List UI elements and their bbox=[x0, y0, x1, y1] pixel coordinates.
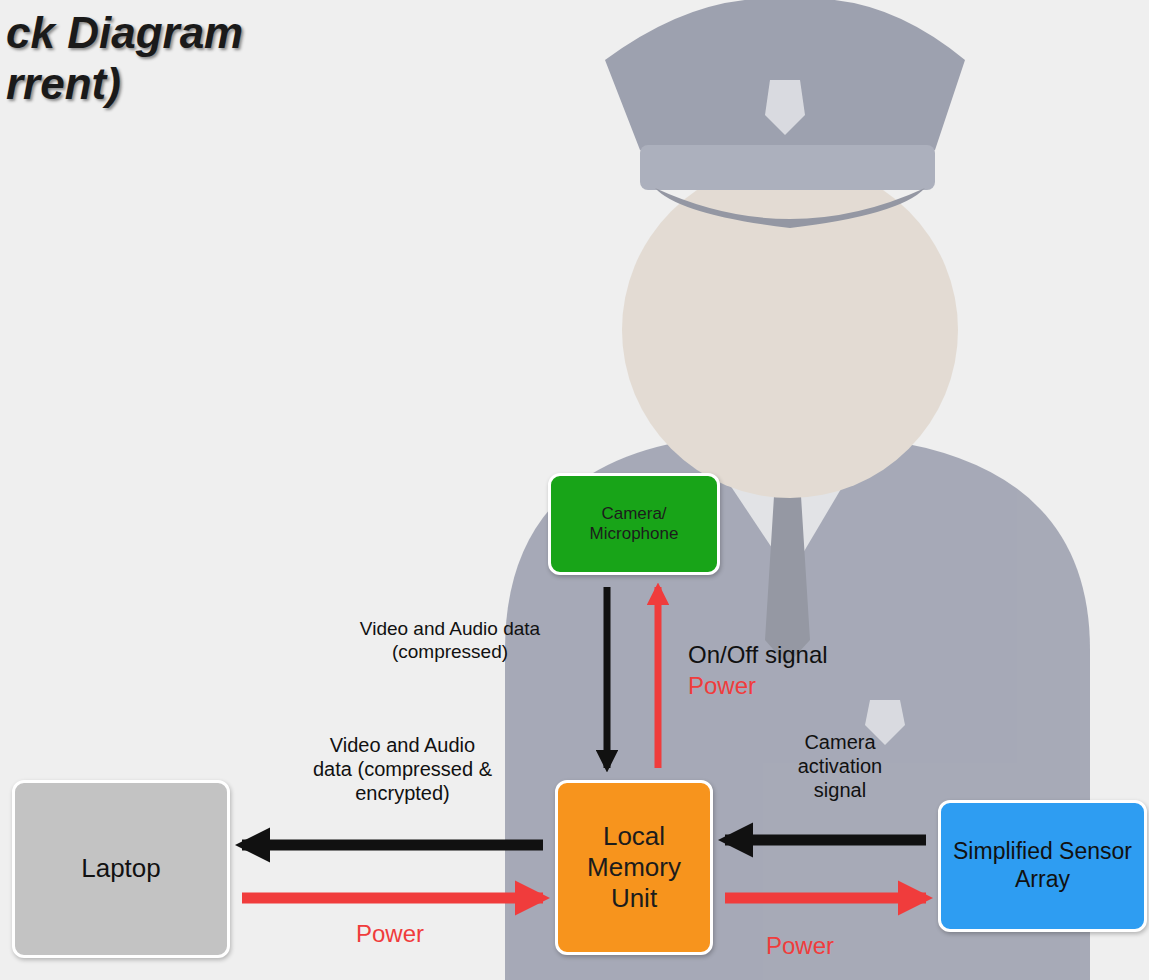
flow-arrow bbox=[604, 587, 611, 768]
flow-arrow bbox=[725, 835, 926, 846]
cap-crown bbox=[605, 0, 965, 150]
sensor-array-box: Simplified Sensor Array bbox=[938, 800, 1147, 932]
signal-label: Camera activation signal bbox=[783, 730, 898, 802]
flow-arrow bbox=[242, 893, 543, 904]
cap-band bbox=[640, 145, 935, 190]
box-label: Simplified Sensor Array bbox=[950, 838, 1135, 893]
cap-visor bbox=[655, 188, 925, 228]
cap-badge bbox=[765, 80, 805, 135]
diagram-title: ck Diagram rrent) bbox=[6, 8, 306, 109]
power-label: Power bbox=[688, 672, 888, 701]
officer-head bbox=[622, 162, 958, 498]
box-label: Local Memory Unit bbox=[567, 821, 701, 915]
officer-tie bbox=[765, 480, 810, 665]
flow-arrow bbox=[725, 893, 926, 904]
box-label: Camera/ Microphone bbox=[560, 504, 708, 545]
box-label: Laptop bbox=[81, 853, 161, 884]
flow-arrow bbox=[655, 587, 662, 768]
signal-label: Power bbox=[320, 920, 460, 949]
signal-label: On/Off signal bbox=[688, 641, 888, 670]
flow-arrow bbox=[242, 840, 543, 851]
signal-label: Power bbox=[730, 932, 870, 961]
signal-label: Video and Audio data (compressed & encry… bbox=[313, 733, 493, 805]
signal-label: Video and Audio data (compressed) bbox=[343, 618, 558, 664]
laptop-box: Laptop bbox=[12, 780, 230, 958]
camera-box: Camera/ Microphone bbox=[548, 473, 720, 575]
memory-unit-box: Local Memory Unit bbox=[555, 780, 713, 955]
